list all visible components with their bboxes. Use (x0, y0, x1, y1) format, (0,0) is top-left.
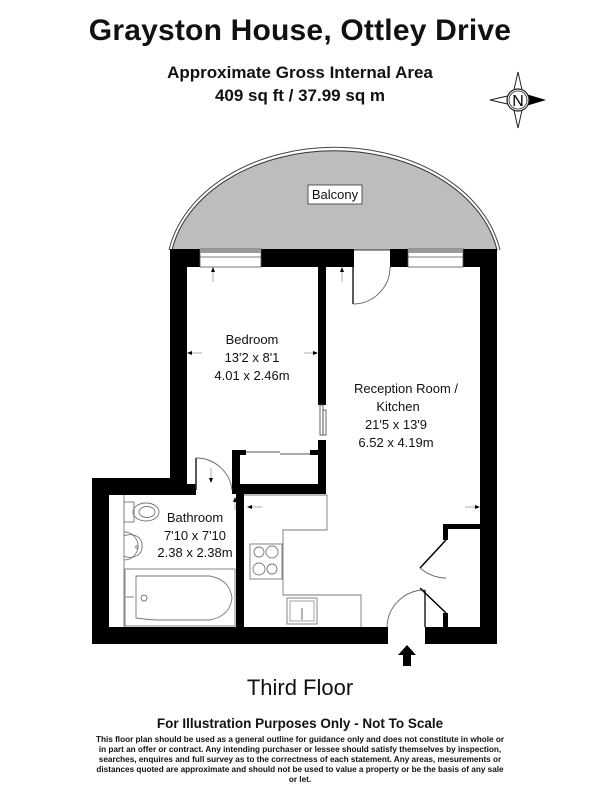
bathroom-label: Bathroom 7'10 x 7'10 2.38 x 2.38m (157, 510, 232, 560)
balcony-label: Balcony (312, 187, 359, 202)
sink-icon (286, 597, 318, 625)
svg-text:13'2 x 8'1: 13'2 x 8'1 (225, 350, 280, 365)
balcony: Balcony (168, 146, 501, 251)
windows (199, 248, 464, 268)
bathroom-fixtures (123, 495, 236, 627)
washbasin-icon (123, 531, 143, 561)
svg-text:2.38 x 2.38m: 2.38 x 2.38m (157, 545, 232, 560)
bathtub-icon (124, 568, 236, 627)
svg-text:4.01 x 2.46m: 4.01 x 2.46m (214, 368, 289, 383)
compass-north-icon: N (489, 71, 546, 129)
walls (92, 249, 497, 644)
svg-text:6.52 x 4.19m: 6.52 x 4.19m (358, 435, 433, 450)
page-title: Grayston House, Ottley Drive (88, 14, 512, 47)
disclaimer-body: This floor plan should be used as a gene… (95, 735, 505, 784)
dimension-arrows (187, 267, 480, 510)
disclaimer-title: For Illustration Purposes Only - Not To … (156, 716, 444, 731)
area-value: 409 sq ft / 37.99 sq m (214, 86, 386, 105)
svg-text:7'10 x 7'10: 7'10 x 7'10 (164, 528, 226, 543)
floor-label: Third Floor (246, 675, 354, 700)
reception-label: Reception Room / Kitchen 21'5 x 13'9 6.5… (354, 381, 458, 450)
kitchen-counter (244, 494, 362, 627)
svg-text:Bedroom: Bedroom (226, 332, 279, 347)
entrance-arrow-icon (398, 645, 416, 666)
svg-text:21'5 x 13'9: 21'5 x 13'9 (365, 417, 427, 432)
doors (195, 266, 447, 628)
hob-icon (249, 543, 283, 580)
svg-text:Bathroom: Bathroom (167, 510, 223, 525)
toilet-icon (123, 501, 160, 523)
svg-text:N: N (512, 93, 524, 110)
area-label: Approximate Gross Internal Area (167, 63, 433, 82)
bedroom-label: Bedroom 13'2 x 8'1 4.01 x 2.46m (214, 332, 289, 383)
svg-text:Reception Room /: Reception Room / (354, 381, 458, 396)
floor-plan: N Balcony (92, 71, 546, 666)
svg-text:Kitchen: Kitchen (376, 399, 419, 414)
